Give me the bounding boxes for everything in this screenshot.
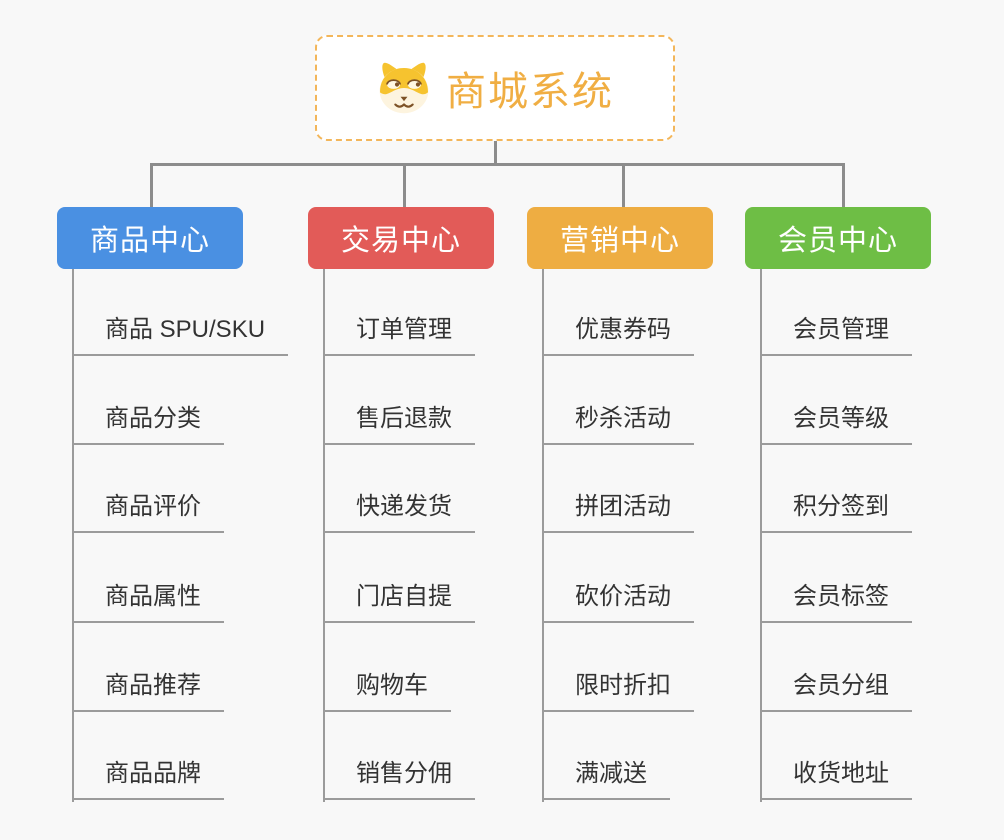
leaf-item[interactable]: 订单管理 xyxy=(323,314,475,356)
leaf-item[interactable]: 会员等级 xyxy=(760,403,912,445)
root-title: 商城系统 xyxy=(446,70,614,114)
leaf-item[interactable]: 收货地址 xyxy=(760,758,912,800)
branch-product-center: 商品中心 商品 SPU/SKU 商品分类 商品评价 商品属性 商品推荐 商品品牌 xyxy=(57,207,317,807)
branch-connector-line xyxy=(842,163,845,208)
branch-trunk-line xyxy=(760,269,762,802)
branch-trunk-line xyxy=(542,269,544,802)
branch-box-product-center[interactable]: 商品中心 xyxy=(57,207,243,269)
branch-connector-line xyxy=(403,163,406,208)
branch-box-trade-center[interactable]: 交易中心 xyxy=(308,207,494,269)
dog-icon xyxy=(379,62,429,114)
leaf-item[interactable]: 销售分佣 xyxy=(323,758,475,800)
branch-trunk-line xyxy=(323,269,325,802)
leaf-item[interactable]: 拼团活动 xyxy=(542,491,694,533)
leaf-item[interactable]: 商品评价 xyxy=(72,491,224,533)
leaf-item[interactable]: 商品属性 xyxy=(72,581,224,623)
horizontal-connector-line xyxy=(150,163,845,166)
leaf-item[interactable]: 满减送 xyxy=(542,758,670,800)
leaf-item[interactable]: 商品 SPU/SKU xyxy=(72,314,289,356)
leaf-item[interactable]: 限时折扣 xyxy=(542,670,694,712)
branch-box-member-center[interactable]: 会员中心 xyxy=(745,207,931,269)
leaf-item[interactable]: 商品品牌 xyxy=(72,758,224,800)
branch-connector-line xyxy=(150,163,153,208)
leaf-item[interactable]: 秒杀活动 xyxy=(542,403,694,445)
branch-box-marketing-center[interactable]: 营销中心 xyxy=(527,207,713,269)
branch-marketing-center: 营销中心 优惠券码 秒杀活动 拼团活动 砍价活动 限时折扣 满减送 xyxy=(527,207,787,807)
leaf-item[interactable]: 购物车 xyxy=(323,670,451,712)
leaf-item[interactable]: 会员分组 xyxy=(760,670,912,712)
branch-trade-center: 交易中心 订单管理 售后退款 快递发货 门店自提 购物车 销售分佣 xyxy=(308,207,568,807)
leaf-item[interactable]: 商品推荐 xyxy=(72,670,224,712)
leaf-item[interactable]: 快递发货 xyxy=(323,491,475,533)
leaf-item[interactable]: 售后退款 xyxy=(323,403,475,445)
leaf-item[interactable]: 砍价活动 xyxy=(542,581,694,623)
leaf-item[interactable]: 会员管理 xyxy=(760,314,912,356)
leaf-item[interactable]: 会员标签 xyxy=(760,581,912,623)
leaf-item[interactable]: 门店自提 xyxy=(323,581,475,623)
branch-member-center: 会员中心 会员管理 会员等级 积分签到 会员标签 会员分组 收货地址 xyxy=(745,207,1004,807)
root-connector-line xyxy=(494,141,497,163)
branch-connector-line xyxy=(622,163,625,208)
leaf-item[interactable]: 积分签到 xyxy=(760,491,912,533)
branch-trunk-line xyxy=(72,269,74,802)
leaf-item[interactable]: 商品分类 xyxy=(72,403,224,445)
root-node[interactable]: 商城系统 xyxy=(315,35,675,141)
leaf-item[interactable]: 优惠券码 xyxy=(542,314,694,356)
